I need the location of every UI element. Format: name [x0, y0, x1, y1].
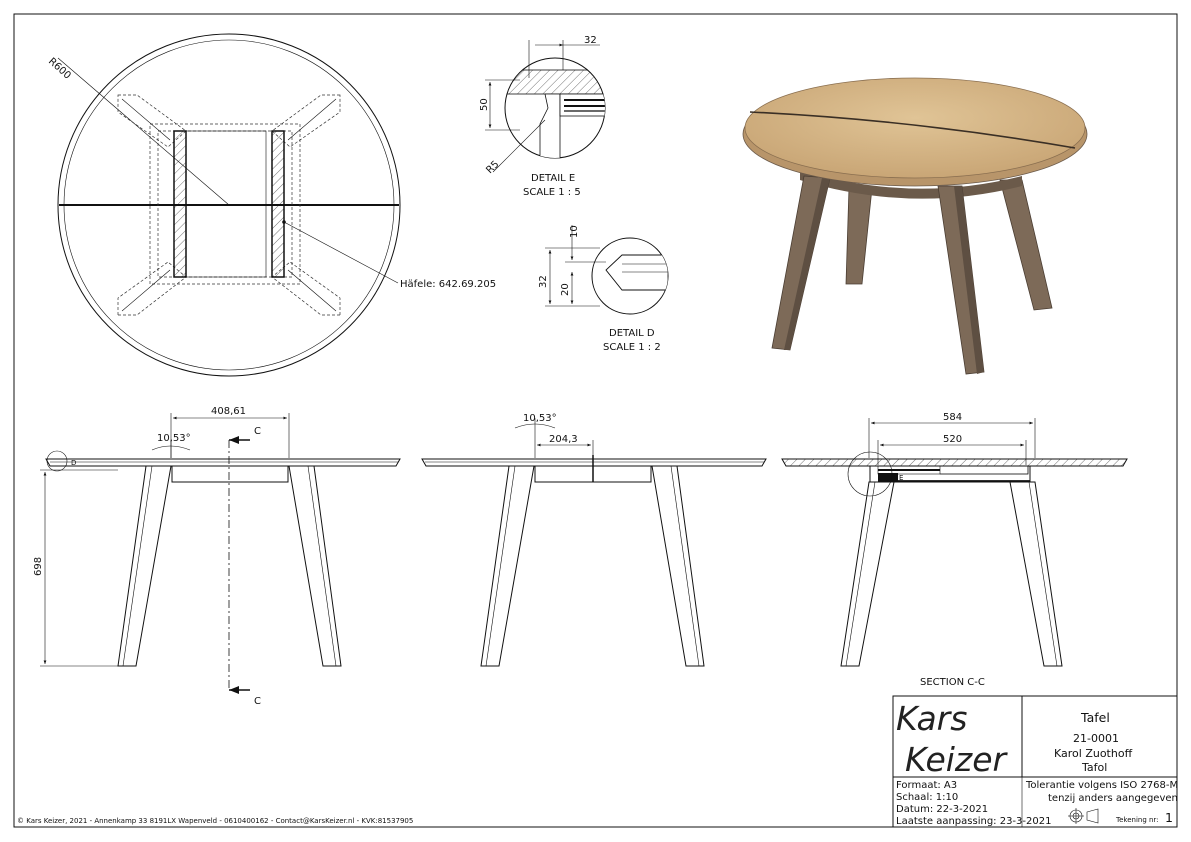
detail-d: 32 10 20 DETAIL D SCALE 1 : 2	[538, 225, 669, 353]
side-view: 204,3 10,53°	[421, 413, 767, 667]
detail-e-radius: R5	[484, 159, 501, 176]
detail-e-marker: E	[899, 474, 903, 482]
detail-d-marker: D	[71, 459, 76, 467]
detail-e: 32 50 R5 DETAIL E SCALE 1 : 5	[479, 35, 606, 198]
radius-label: R600	[46, 56, 73, 82]
logo-line2: Keizer	[905, 740, 1009, 779]
format-label: Formaat: A3	[896, 780, 957, 791]
detail-e-title: DETAIL E	[531, 173, 575, 184]
drawing-title: Tafel	[1080, 710, 1110, 725]
drawing-number: 21-0001	[1073, 732, 1119, 745]
front-height: 698	[33, 557, 44, 576]
front-view: C C D 408,61 10,53° 698	[33, 406, 401, 707]
sheet-number: 1	[1165, 810, 1173, 825]
tolerance-line1: Tolerantie volgens ISO 2768-M	[1025, 780, 1178, 791]
detail-d-total: 32	[538, 275, 549, 288]
last-change-label: Laatste aanpassing: 23-3-2021	[896, 816, 1051, 827]
drawing-subtitle: Tafol	[1081, 761, 1107, 774]
section-marker-bottom: C	[254, 696, 261, 707]
detail-e-height: 50	[479, 98, 490, 111]
tolerance-line2: tenzij anders aangegeven	[1048, 793, 1178, 804]
side-angle: 10,53°	[523, 413, 557, 424]
hardware-label: Häfele: 642.69.205	[400, 279, 496, 290]
leg-back-left	[845, 187, 873, 285]
detail-d-top: 10	[569, 225, 580, 238]
detail-d-bottom: 20	[560, 283, 571, 296]
section-title: SECTION C-C	[920, 677, 985, 688]
title-block: Kars Keizer Tafel 21-0001 Karol Zuothoff…	[892, 695, 1178, 828]
drawing-frame	[13, 13, 1178, 828]
side-width: 204,3	[549, 434, 578, 445]
scale-label: Schaal: 1:10	[896, 792, 958, 803]
table-top	[744, 77, 1086, 179]
front-width: 408,61	[211, 406, 246, 417]
date-label: Datum: 22-3-2021	[896, 804, 988, 815]
footer-copyright: © Kars Keizer, 2021 - Annenkamp 33 8191L…	[17, 817, 413, 825]
detail-d-scale: SCALE 1 : 2	[603, 342, 661, 353]
table-3d-render	[742, 77, 1088, 375]
section-view: E 584 520 SECTION C-C	[781, 412, 1128, 688]
leg-back-right	[999, 179, 1053, 311]
front-angle: 10,53°	[157, 433, 191, 444]
section-outer: 584	[943, 412, 962, 423]
section-marker-top: C	[254, 426, 261, 437]
top-view: R600 Häfele: 642.69.205	[46, 33, 496, 377]
detail-e-scale: SCALE 1 : 5	[523, 187, 581, 198]
logo-line1: Kars	[896, 699, 967, 738]
detail-d-title: DETAIL D	[609, 328, 655, 339]
drawing-client: Karol Zuothoff	[1054, 747, 1133, 760]
detail-e-width: 32	[584, 35, 597, 46]
sheet-label: Tekening nr:	[1115, 816, 1159, 824]
projection-symbol-icon	[1068, 808, 1099, 824]
section-inner: 520	[943, 434, 962, 445]
